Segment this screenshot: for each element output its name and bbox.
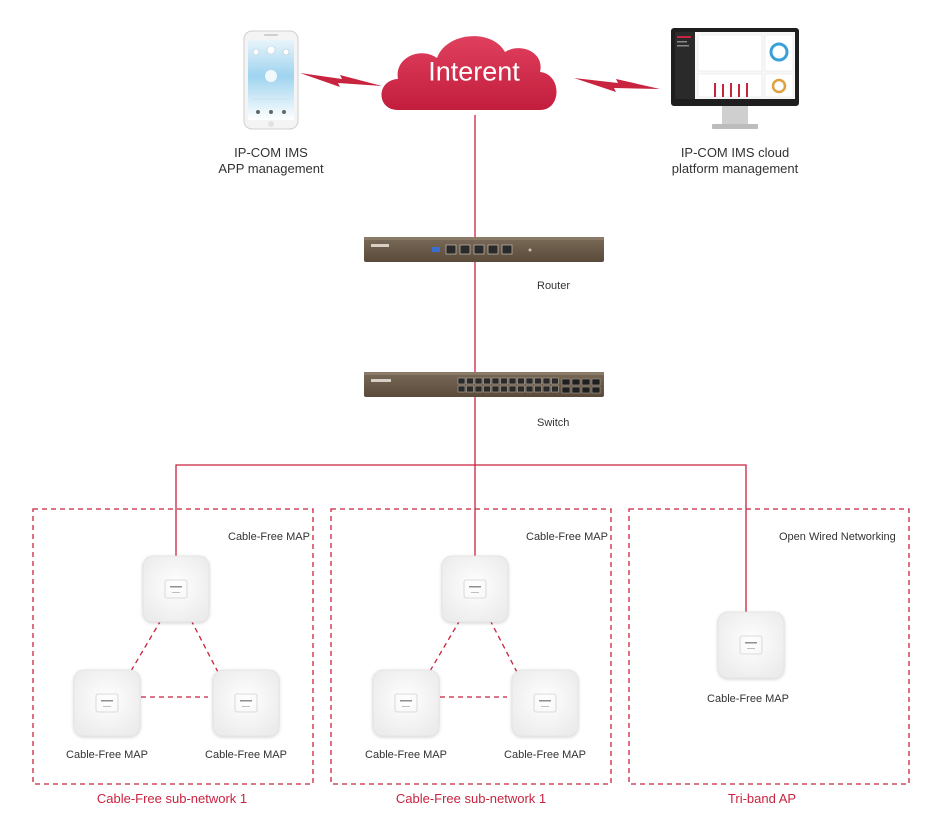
distribution-bus xyxy=(175,464,747,612)
group-2-node-1-label: Cable-Free MAP xyxy=(365,749,447,761)
group-box-2 xyxy=(330,508,612,785)
ap-group-1-node-2-icon xyxy=(212,669,280,737)
router-label: Router xyxy=(537,280,571,292)
right-wireless-bolt xyxy=(574,78,660,92)
group-2-caption: Cable-Free sub-network 1 xyxy=(395,791,547,806)
group-2-title: Cable-Free MAP xyxy=(526,531,608,543)
group-3-node-1-label: Cable-Free MAP xyxy=(707,693,789,705)
switch-label: Switch xyxy=(537,417,570,429)
phone-icon xyxy=(243,30,299,130)
group-1-node-1-label: Cable-Free MAP xyxy=(66,749,148,761)
group-2-node-2-label: Cable-Free MAP xyxy=(504,749,586,761)
mesh-links xyxy=(127,619,520,698)
ap-group-2-node-1-icon xyxy=(372,669,440,737)
group-3-title: Open Wired Networking xyxy=(779,531,896,543)
app-management-subtitle: APP management xyxy=(218,161,324,176)
cloud-management-subtitle: platform management xyxy=(671,161,799,176)
router-device xyxy=(364,237,604,262)
left-wireless-bolt xyxy=(300,73,382,87)
group-3-caption: Tri-band AP xyxy=(727,791,797,806)
group-box-1 xyxy=(32,508,314,785)
cloud-management-title: IP-COM IMS cloud xyxy=(680,145,790,160)
ap-group-2-node-2-icon xyxy=(511,669,579,737)
connection-lines xyxy=(175,115,747,612)
group-1-node-2-label: Cable-Free MAP xyxy=(205,749,287,761)
ap-group-1-root-icon xyxy=(142,555,210,623)
group-1-title: Cable-Free MAP xyxy=(228,531,310,543)
ap-group-3-node-icon xyxy=(717,611,785,679)
ap-group-2-root-icon xyxy=(441,555,509,623)
app-management-title: IP-COM IMS xyxy=(234,145,308,160)
switch-device xyxy=(364,372,604,397)
internet-label: Interent xyxy=(428,56,520,87)
monitor-icon xyxy=(671,28,799,129)
ap-group-1-node-1-icon xyxy=(73,669,141,737)
group-1-caption: Cable-Free sub-network 1 xyxy=(96,791,248,806)
internet-cloud xyxy=(381,36,557,110)
group-box-3 xyxy=(628,508,910,785)
group-boxes xyxy=(32,508,910,785)
